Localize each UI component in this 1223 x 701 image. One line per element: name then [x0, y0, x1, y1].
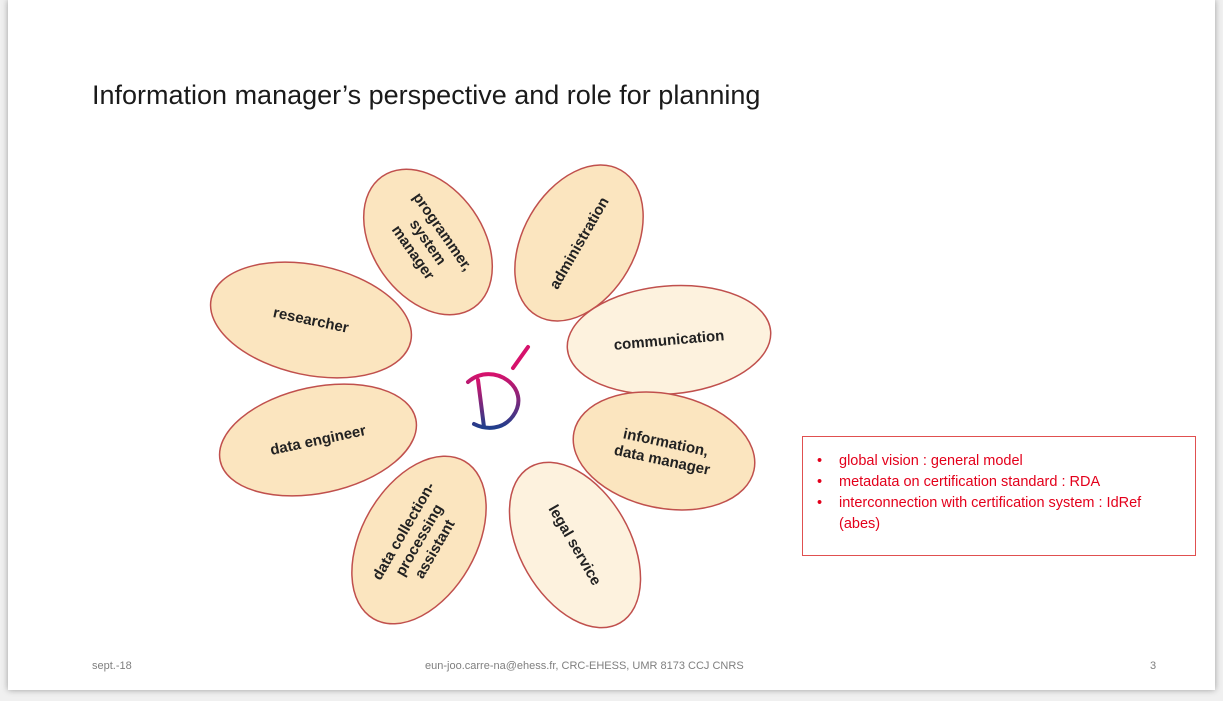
callout-item: • global vision : general model [813, 451, 1183, 472]
petal-shape [218, 383, 418, 497]
petal-shape [514, 164, 644, 322]
callout-item-text: interconnection with certification syste… [839, 495, 1142, 532]
bullet-icon: • [817, 453, 823, 469]
bullet-icon: • [817, 474, 823, 490]
petal-shape [566, 284, 772, 396]
petal-shape [572, 391, 756, 511]
petal-shape [209, 261, 413, 379]
petal-communication: communication [566, 284, 772, 396]
callout-item: • metadata on certification standard : RD… [813, 472, 1183, 493]
callout-item: • interconnection with certification syst… [813, 493, 1183, 535]
footer-page-number: 3 [1150, 660, 1157, 672]
petal-shape [362, 168, 494, 316]
petal-programmer-system-manager: programmer,systemmanager [362, 168, 494, 316]
petal-legal-service: legal service [508, 461, 642, 629]
petal-researcher: researcher [209, 261, 413, 379]
petal-data-collection-processing-assistant: data collection-processingassistant [351, 455, 487, 625]
petal-data-engineer: data engineer [218, 383, 418, 497]
petal-shape [508, 461, 642, 629]
callout-item-text: metadata on certification standard : RDA [839, 474, 1101, 490]
callout-box: • global vision : general model • metadata… [802, 436, 1196, 556]
slide: Information manager’s perspective and ro… [8, 0, 1215, 690]
petal-shape [351, 455, 487, 625]
footer-credit: eun-joo.carre-na@ehess.fr, CRC-EHESS, UM… [425, 660, 744, 672]
d-magnifier-logo-icon [466, 345, 530, 430]
slide-title: Information manager’s perspective and ro… [92, 80, 761, 110]
bullet-icon: • [817, 495, 823, 511]
petal-administration: administration [514, 164, 644, 322]
callout-item-text: global vision : general model [839, 453, 1023, 469]
footer-date: sept.-18 [92, 660, 132, 672]
petal-information-data-manager: information,data manager [572, 391, 756, 511]
